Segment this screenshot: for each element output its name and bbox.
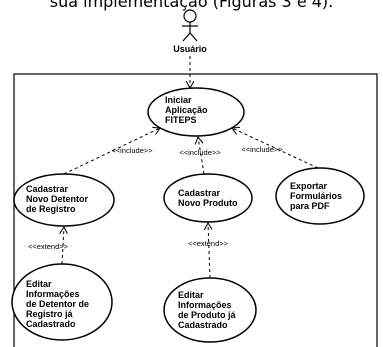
use-case-label-line: Aplicação	[165, 105, 208, 115]
include-edge-exportar	[232, 128, 319, 169]
include-label-exportar: <<include>>	[241, 145, 283, 154]
include-label-produto: <<include>>	[179, 148, 221, 157]
use-case-label-line: Informações	[26, 289, 80, 299]
label-exportar-pdf: Exportar Formulários para PDF	[290, 181, 342, 211]
extend-edge-detentor	[62, 227, 64, 265]
use-case-label-line: Cadastrar	[178, 188, 221, 198]
label-iniciar-aplicacao: Iniciar Aplicação FITEPS	[165, 95, 208, 125]
use-case-label-line: Cadastrado	[178, 320, 228, 330]
use-case-label-line: de Detentor de	[26, 299, 89, 309]
use-case-exportar-pdf	[275, 167, 365, 225]
extend-edge-produto	[208, 223, 210, 279]
actor-usuario: Usuário	[173, 9, 207, 54]
system-boundary	[13, 73, 378, 347]
extend-label-detentor: <<extend>>	[28, 242, 69, 251]
use-case-label-line: Editar	[26, 279, 52, 289]
use-case-label-line: Novo Produto	[178, 198, 238, 208]
use-case-label-line: FITEPS	[165, 115, 197, 125]
use-case-label-line: Novo Detentor	[26, 194, 89, 204]
use-case-label-line: Editar	[178, 290, 204, 300]
include-label-detentor: <<include>>	[111, 146, 153, 155]
actor-head	[183, 9, 197, 23]
extend-label-produto: <<extend>>	[188, 239, 229, 248]
use-case-label-line: para PDF	[290, 201, 330, 211]
label-cadastrar-produto: Cadastrar Novo Produto	[178, 188, 238, 208]
actor-label: Usuário	[173, 44, 207, 54]
label-editar-produto: Editar Informações de Produto já Cadastr…	[178, 290, 236, 330]
use-case-label-line: Cadastrar	[26, 184, 69, 194]
use-case-label-line: Exportar	[290, 181, 328, 191]
label-editar-detentor: Editar Informações de Detentor de Regist…	[26, 279, 89, 329]
label-cadastrar-detentor: Cadastrar Novo Detentor de Registro	[26, 184, 89, 214]
caption-text: sua implementação (Figuras 3 e 4).	[49, 0, 334, 11]
use-case-label-line: Formulários	[290, 191, 342, 201]
include-edge-produto	[198, 137, 205, 175]
use-case-label-line: de Produto já	[178, 310, 236, 320]
use-case-label-line: Cadastrado	[26, 319, 76, 329]
use-case-label-line: Registro já	[26, 309, 74, 319]
use-case-label-line: de Registro	[26, 204, 76, 214]
use-case-label-line: Informações	[178, 300, 232, 310]
use-case-iniciar-aplicacao	[147, 87, 245, 137]
use-case-label-line: Iniciar	[165, 95, 192, 105]
